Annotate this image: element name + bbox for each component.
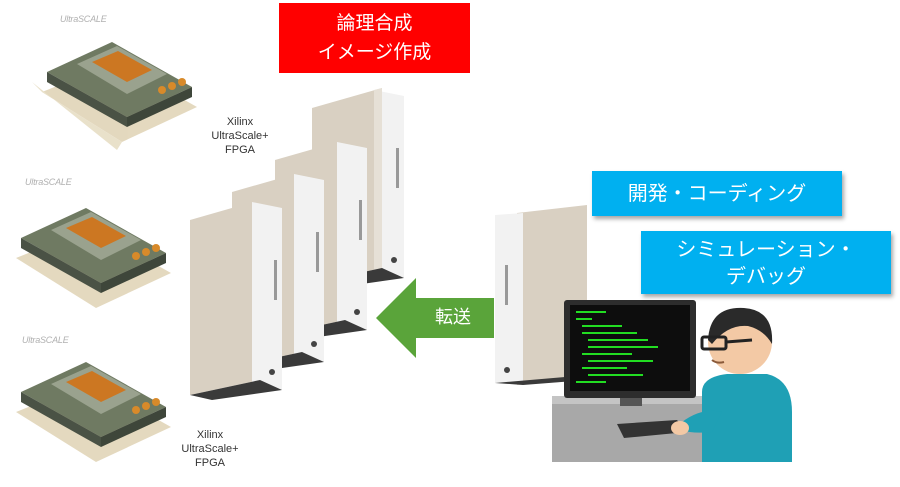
fpga-chip-icon: [16, 362, 171, 462]
synthesis-line1: 論理合成: [336, 12, 413, 34]
server-tower-1: [190, 200, 282, 400]
chip-brand-1: UltraSCALE: [60, 14, 107, 24]
fpga-chip-1: [22, 2, 202, 152]
synthesis-image-box: 論理合成 イメージ作成: [279, 3, 470, 73]
fpga-chip-3: [0, 322, 176, 472]
fpga-chip-2: [0, 168, 176, 318]
fpga-label-line: FPGA: [225, 144, 255, 156]
fpga-label-line: Xilinx: [226, 116, 254, 128]
transfer-label: 転送: [435, 307, 471, 328]
transfer-arrow: [376, 278, 494, 358]
simulation-line1: シミュレーション・: [676, 237, 856, 261]
fpga-label-3: Xilinx UltraScale+ FPGA: [170, 428, 250, 470]
chip-brand-3: UltraSCALE: [22, 335, 69, 345]
fpga-label-line: FPGA: [195, 457, 225, 469]
fpga-label-1: Xilinx UltraScale+ FPGA: [205, 115, 275, 157]
simulation-line2: デバッグ: [726, 264, 806, 288]
simulation-debug-box: シミュレーション・ デバッグ: [641, 231, 891, 294]
fpga-label-line: UltraScale+: [211, 130, 269, 142]
synthesis-line2: イメージ作成: [317, 41, 432, 63]
fpga-label-line: Xilinx: [196, 429, 224, 441]
fpga-chip-icon: [32, 42, 197, 150]
left-arrow-icon: [376, 278, 494, 358]
development-coding-box: 開発・コーディング: [592, 171, 842, 216]
developer-at-computer-icon: [552, 300, 792, 462]
fpga-chip-icon: [16, 208, 171, 308]
server-tower-icon: [190, 200, 282, 400]
chip-brand-2: UltraSCALE: [25, 177, 72, 187]
developer-illustration: [552, 292, 792, 462]
fpga-label-line: UltraScale+: [181, 443, 239, 455]
